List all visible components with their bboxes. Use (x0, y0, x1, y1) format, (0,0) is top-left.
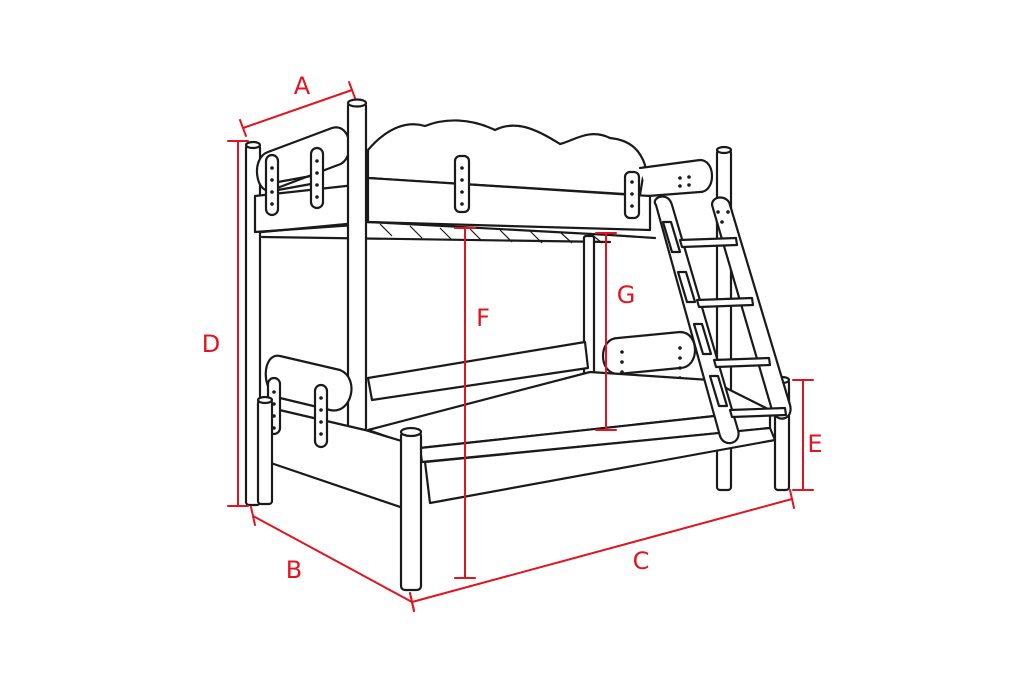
post-front-center (399, 426, 423, 592)
dimension-g: G (595, 232, 636, 431)
dimension-label-f: F (476, 304, 490, 332)
post-back-left (244, 140, 262, 507)
lower-left-head-roll (264, 354, 353, 412)
ladder-rungs (678, 236, 788, 419)
upper-left-upright-2 (309, 146, 325, 210)
lower-left-end (256, 403, 417, 514)
dimension-f: F (454, 227, 490, 579)
dimension-lines: A B C D E (202, 72, 823, 612)
lower-back-headboard (366, 340, 590, 402)
upper-back-guard-panel (366, 119, 647, 197)
dimension-label-c: C (633, 547, 650, 575)
dimension-c: C (409, 489, 795, 612)
post-lower-front-left (256, 395, 274, 506)
upper-left-upright-1 (264, 153, 280, 217)
ladder (653, 195, 792, 445)
dimension-a: A (239, 72, 356, 137)
upper-left-head-roll (255, 126, 351, 192)
bunk-bed-drawing (244, 98, 792, 592)
upper-underside (260, 220, 657, 244)
ladder-side-holes (716, 210, 730, 224)
upper-right-head-roll (638, 158, 714, 198)
upper-right-roll-holes (678, 175, 691, 188)
dimension-label-b: B (286, 556, 302, 584)
dimension-d: D (202, 140, 249, 507)
dimension-label-e: E (807, 430, 822, 458)
post-front-left-upper (346, 98, 368, 433)
dimension-label-d: D (202, 330, 220, 358)
dimension-label-a: A (294, 72, 311, 100)
dimension-b: B (250, 506, 415, 612)
dimension-e: E (792, 379, 823, 491)
upper-left-upright-holes (270, 159, 319, 206)
upper-front-rail-brackets (453, 154, 641, 220)
ladder-slots (661, 220, 729, 408)
upper-front-rail (366, 176, 652, 232)
lower-left-upright-2 (313, 383, 329, 449)
dimension-label-g: G (617, 281, 636, 309)
upper-slats (379, 223, 603, 244)
